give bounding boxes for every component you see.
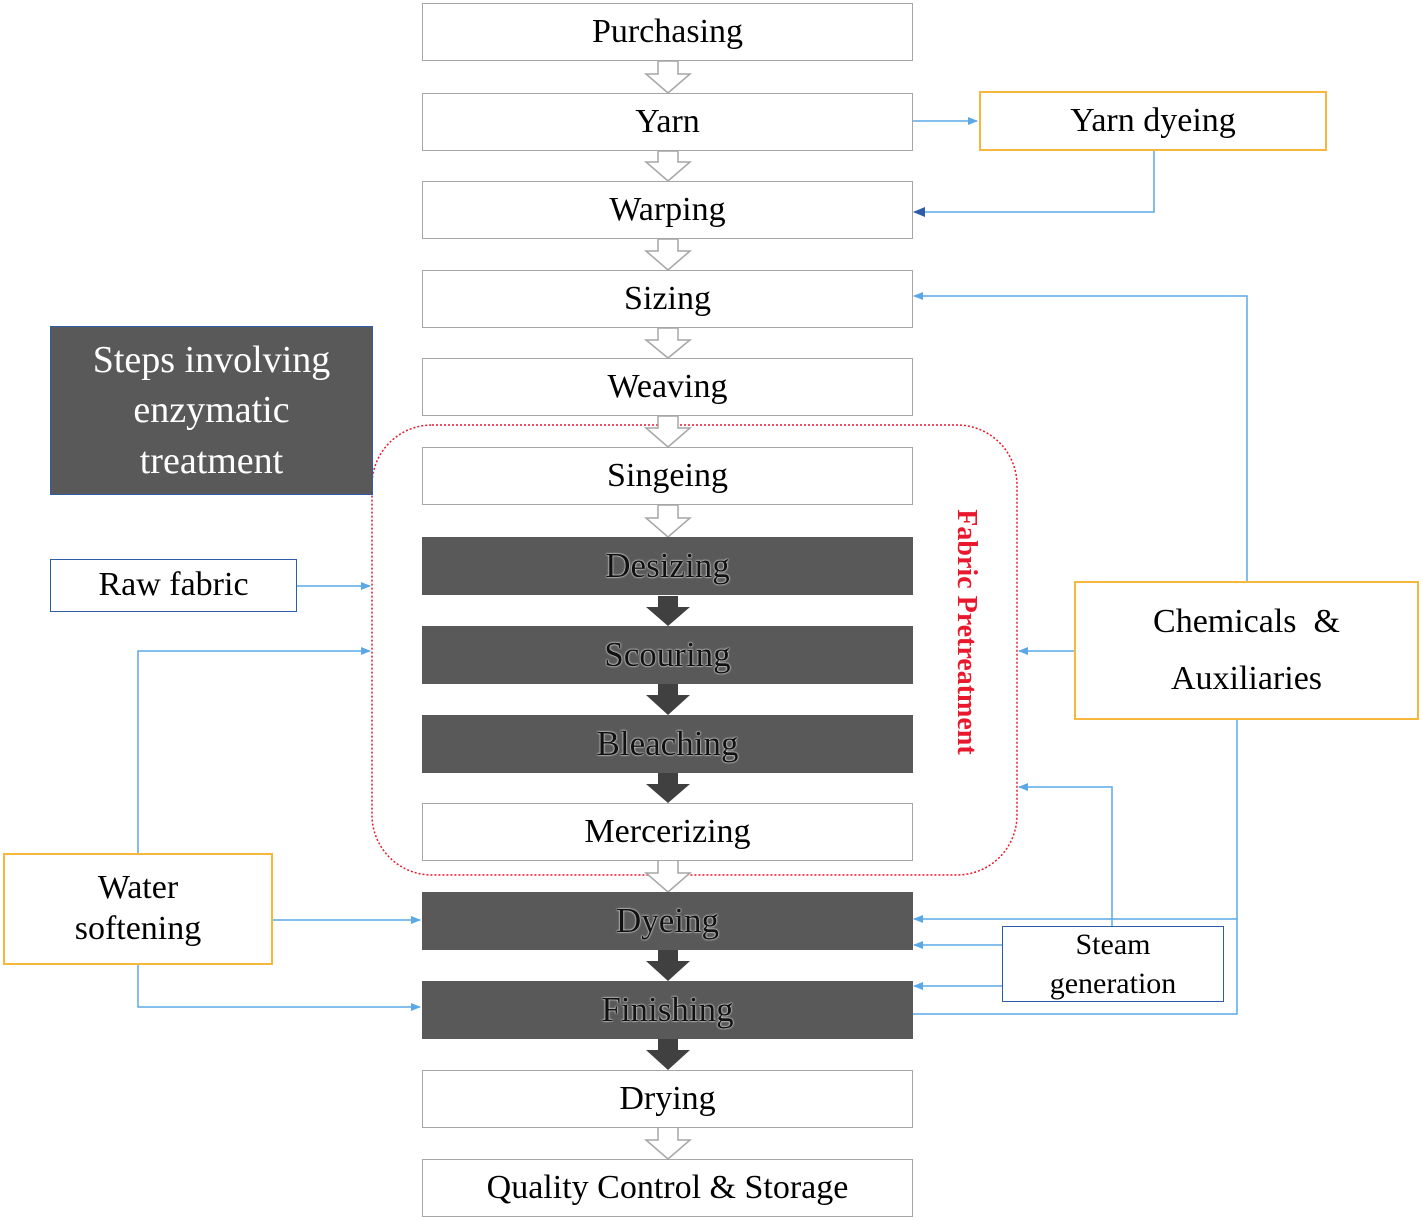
- yarn-dyeing-to-warping-arrow: [913, 151, 1155, 217]
- fabric-pretreatment-group: [371, 424, 1018, 876]
- step-bleaching: Bleaching: [422, 715, 913, 773]
- step-desizing: Desizing: [422, 537, 913, 595]
- hollow-down-arrow: [643, 150, 693, 182]
- enzymatic-legend: Steps involving enzymatic treatment: [50, 326, 373, 495]
- step-singeing: Singeing: [422, 447, 913, 505]
- hollow-down-arrow: [643, 415, 693, 448]
- step-finishing: Finishing: [422, 981, 913, 1039]
- hollow-down-arrow: [643, 504, 693, 538]
- step-purchasing: Purchasing: [422, 3, 913, 61]
- chemicals-to-finishing-arrow: [902, 919, 1238, 1018]
- step-weaving: Weaving: [422, 358, 913, 416]
- solid-down-arrow: [646, 773, 690, 803]
- water-to-finishing-arrow: [137, 965, 421, 1011]
- steam-generation-box: Steam generation: [1002, 926, 1224, 1002]
- raw-fabric-box: Raw fabric: [50, 559, 297, 612]
- step-drying: Drying: [422, 1070, 913, 1128]
- water-softening-box: Water softening: [3, 853, 273, 965]
- solid-down-arrow: [646, 950, 690, 981]
- step-yarn: Yarn: [422, 93, 913, 151]
- chemicals-to-sizing-arrow: [913, 292, 1248, 581]
- yarn-dyeing-box: Yarn dyeing: [979, 91, 1327, 151]
- step-mercerizing: Mercerizing: [422, 803, 913, 861]
- hollow-down-arrow: [643, 60, 693, 94]
- step-sizing: Sizing: [422, 270, 913, 328]
- water-to-pretreatment-arrow: [137, 647, 371, 853]
- solid-down-arrow: [646, 684, 690, 715]
- step-dyeing: Dyeing: [422, 892, 913, 950]
- chemicals-auxiliaries-box: Chemicals & Auxiliaries: [1074, 581, 1419, 720]
- hollow-down-arrow: [643, 1126, 693, 1160]
- hollow-down-arrow: [643, 327, 693, 359]
- step-scouring: Scouring: [422, 626, 913, 684]
- hollow-down-arrow: [643, 859, 693, 893]
- steam-to-pretreatment-arrow: [1018, 783, 1113, 926]
- step-quality-control-storage: Quality Control & Storage: [422, 1159, 913, 1217]
- solid-down-arrow: [646, 1039, 690, 1070]
- hollow-down-arrow: [643, 238, 693, 271]
- step-warping: Warping: [422, 181, 913, 239]
- solid-down-arrow: [646, 596, 690, 626]
- fabric-pretreatment-label: Fabric Pretreatment: [951, 509, 982, 755]
